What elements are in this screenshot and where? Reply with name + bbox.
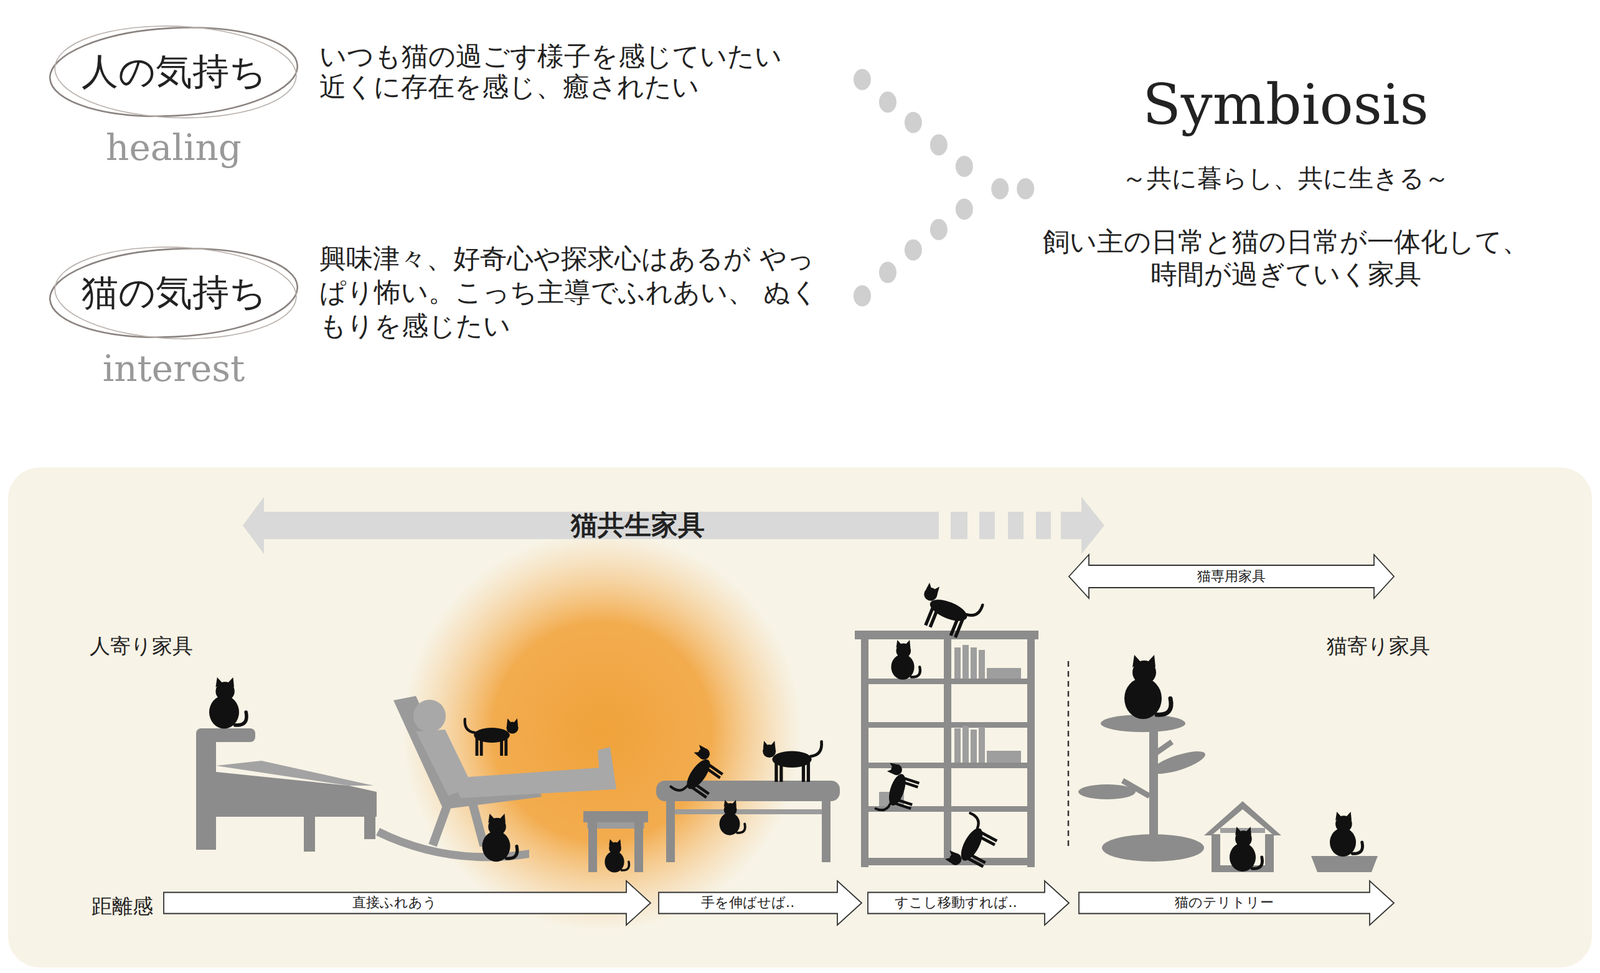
- node-title: 直接ふれあう: [352, 895, 438, 911]
- dot: [879, 262, 897, 284]
- bench-leg: [821, 801, 831, 863]
- node-title: 猫共生家具: [570, 510, 705, 540]
- bench-rail: [674, 809, 822, 815]
- cat-silhouette: [669, 743, 730, 807]
- dot: [1016, 178, 1035, 200]
- node-title: 猫の気持ち: [81, 272, 267, 314]
- cat-furniture-arrow: 猫専用家具: [1068, 554, 1395, 599]
- bookshelf: [854, 630, 1039, 868]
- node-title: 人の気持ち: [81, 51, 267, 93]
- dot: [955, 198, 974, 220]
- cat-silhouette: [465, 718, 519, 756]
- bed-frame: [216, 803, 377, 817]
- node-title: 手を伸ばせば‥: [701, 895, 796, 911]
- cat-silhouette: [874, 762, 923, 820]
- cat-silhouette: [944, 813, 1003, 878]
- subtitle: ～共に暮らし、共に生きる～: [1005, 163, 1566, 193]
- bed-top: [216, 760, 374, 786]
- distance-arrow: 直接ふれあう: [163, 880, 652, 926]
- person: [413, 699, 617, 799]
- cat-silhouette: [482, 813, 518, 862]
- bench-top: [656, 780, 840, 802]
- main-title: Symbiosis: [1005, 73, 1566, 136]
- distance-arrow: すこし移動すれば‥: [867, 880, 1070, 926]
- furniture: [196, 630, 1378, 873]
- human-feeling-text: いつも猫の過ごす様子を感じていたい 近くに存在を感じ、癒されたい: [319, 41, 805, 103]
- dot: [930, 134, 948, 156]
- feeling-ellipse: 人の気持ちhealing: [46, 23, 302, 121]
- books: [879, 644, 1022, 807]
- dot: [955, 155, 974, 177]
- cat-house: [1204, 801, 1282, 873]
- warm-glow: [402, 532, 802, 931]
- bed-headboard-top: [196, 728, 256, 743]
- dot: [904, 239, 923, 261]
- stool-seat: [583, 811, 649, 823]
- node-title: 猫のテリトリー: [1174, 895, 1274, 911]
- bed-headboard: [196, 734, 217, 850]
- bottom-panel: [8, 467, 1592, 968]
- shared-furniture-arrow: 猫共生家具: [242, 496, 1105, 555]
- node-subtitle: interest: [102, 347, 246, 390]
- concept-text: 飼い主の日常と猫の日常が一体化して、 時間が過ぎていく家具: [1030, 225, 1541, 291]
- cat-silhouette: [209, 677, 247, 729]
- cat-silhouette: [1124, 654, 1172, 720]
- stool-leg: [634, 822, 644, 873]
- node-title: 猫専用家具: [1197, 569, 1266, 584]
- stool-leg: [588, 822, 598, 873]
- cat-silhouette: [719, 800, 746, 836]
- cat-silhouette: [762, 740, 822, 782]
- axis-label: 人寄り家具: [89, 633, 252, 659]
- dot: [853, 285, 871, 307]
- cats: [209, 582, 1363, 878]
- node-title: すこし移動すれば‥: [894, 895, 1018, 911]
- dot: [991, 178, 1009, 200]
- axis-label: 猫寄り家具: [1326, 633, 1489, 659]
- converging-dots: [853, 69, 1035, 307]
- dot: [904, 112, 923, 134]
- divider-line: [1067, 661, 1070, 850]
- bench-leg: [666, 801, 675, 863]
- feeling-ellipse: 猫の気持ちinterest: [46, 244, 302, 342]
- cat-silhouette: [913, 582, 984, 643]
- cat-silhouette: [1229, 826, 1263, 872]
- distance-arrow: 手を伸ばせば‥: [658, 880, 863, 926]
- cat-silhouette: [890, 640, 921, 680]
- cat-silhouette: [604, 839, 629, 873]
- distance-arrow: 猫のテリトリー: [1078, 880, 1395, 926]
- litter-box: [1311, 856, 1378, 873]
- bed-leg: [364, 809, 376, 840]
- cat-silhouette: [1329, 811, 1363, 857]
- dot: [879, 91, 897, 113]
- cat-feeling-text: 興味津々、好奇心や探求心はあるが やっぱり怖い。こっち主導でふれあい、 ぬくもり…: [319, 241, 837, 343]
- dot: [853, 69, 871, 91]
- axis-label: 距離感: [91, 894, 160, 919]
- cat-tree: [1078, 714, 1208, 862]
- bed-leg: [303, 809, 316, 852]
- node-subtitle: healing: [105, 126, 242, 169]
- dot: [930, 219, 948, 241]
